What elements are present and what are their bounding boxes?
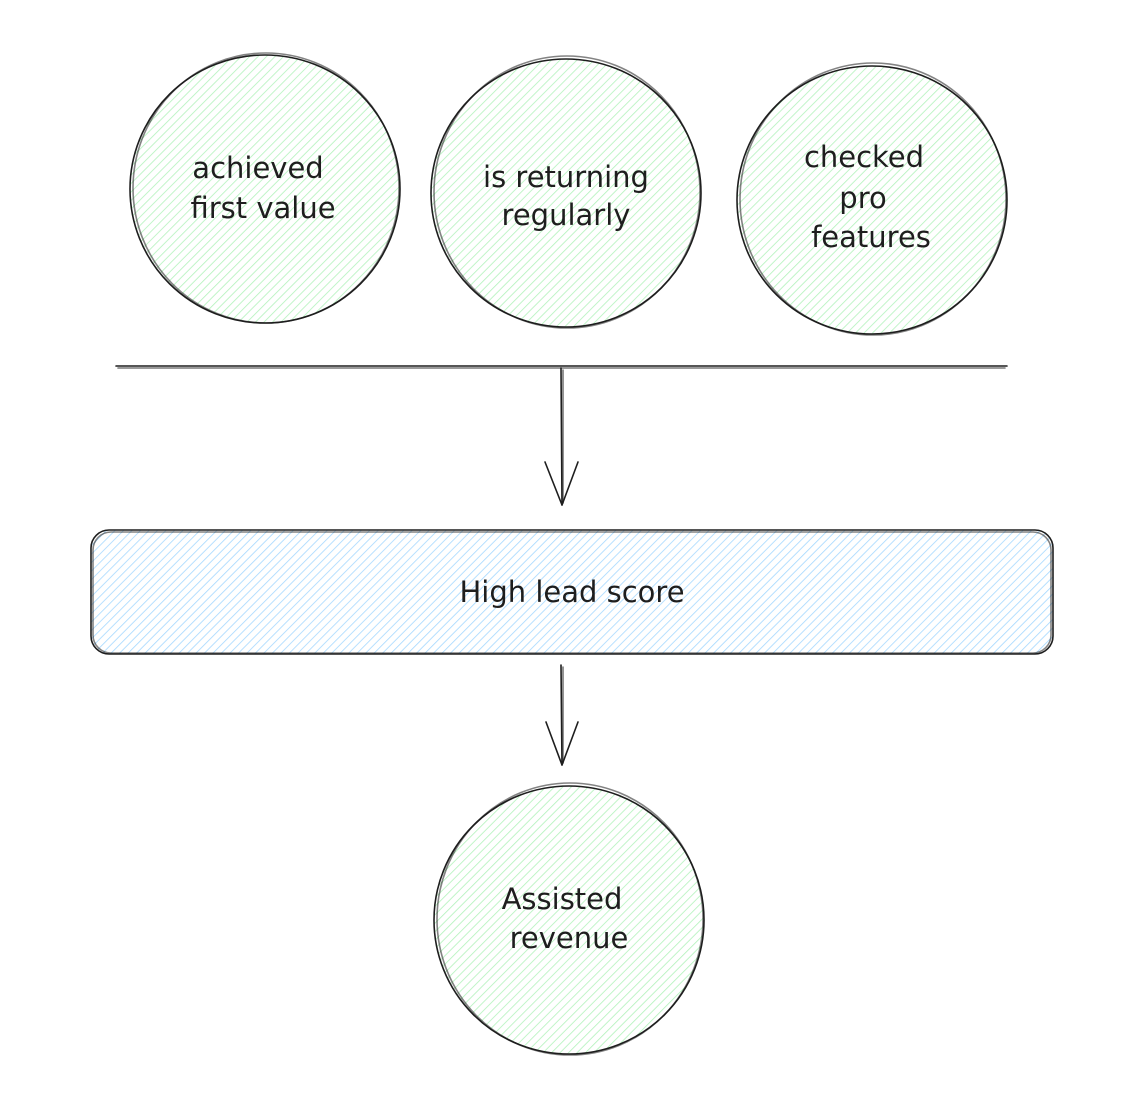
arrowhead-icon [545,721,579,766]
circle-shape [434,786,704,1054]
node-label-line2: pro [839,181,886,215]
box-label: High lead score [459,575,684,609]
box-outline [90,529,1054,655]
node-label-line2: regularly [502,198,631,232]
node-assisted-revenue: Assisted revenue [433,782,705,1056]
node-label-line2: first value [190,191,335,225]
arrow-to-revenue [545,664,579,766]
arrow-to-lead-score [544,367,579,506]
node-label-line1: is returning [483,160,649,194]
circle-outline-sketch [132,52,400,324]
circle-outline [736,65,1008,335]
circle-outline-sketch [433,55,701,329]
node-achieved-first-value: achieved first value [129,52,401,324]
node-checked-pro-features: checked pro features [736,62,1008,336]
circle-outline [430,58,702,328]
circle-shape [431,59,701,327]
circle-shape [737,66,1007,334]
box-shape [91,530,1053,654]
circle-outline [433,785,705,1055]
node-label-line1: checked [804,140,924,174]
arrowhead-icon [544,461,579,506]
circle-outline-sketch [436,782,704,1056]
node-label-line1: Assisted [502,882,623,916]
node-is-returning-regularly: is returning regularly [430,55,702,329]
box-outline-sketch [92,531,1052,654]
circle-shape [130,55,400,323]
circle-outline-sketch [739,62,1007,336]
node-label-line1: achieved [192,151,323,185]
node-high-lead-score: High lead score [90,529,1054,655]
node-label-line3: features [811,220,931,254]
node-label-line2: revenue [510,921,629,955]
